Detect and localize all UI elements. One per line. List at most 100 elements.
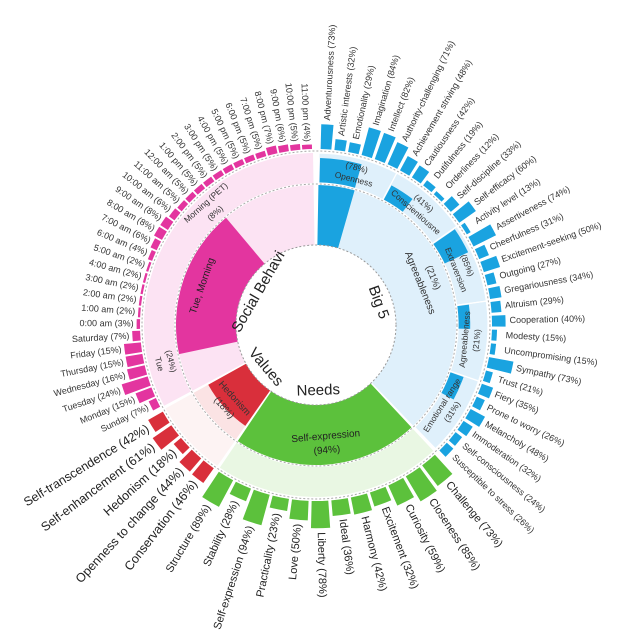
- needs-item-label: Liberty (78%): [315, 532, 328, 598]
- social-hour-bar: [146, 261, 152, 272]
- social-hour-bar: [233, 158, 245, 169]
- big5-facet-bar: [468, 224, 497, 247]
- big5-trait-value: (21%): [470, 329, 482, 353]
- big5-facet-bar: [348, 142, 361, 155]
- big5-facet-bar: [491, 315, 506, 327]
- social-hour-bar: [138, 295, 143, 306]
- big5-facet-bar: [439, 442, 454, 457]
- social-hour-bar: [150, 238, 162, 251]
- needs-item-label: Harmony (42%): [358, 515, 388, 593]
- big5-facet-bar: [474, 244, 489, 260]
- needs-top-value: (94%): [313, 444, 341, 457]
- social-hour-label: 0:00 am (3%): [80, 318, 134, 328]
- social-hour-label: 11:00 pm (4%): [299, 83, 312, 142]
- social-day-bar: [125, 353, 145, 368]
- big5-facet-bar: [465, 408, 486, 427]
- big5-facet-label: Modesty (15%): [505, 330, 566, 343]
- big5-facet-bar: [488, 286, 502, 299]
- big5-facet-bar: [472, 396, 485, 411]
- center-disc: [236, 245, 396, 405]
- social-hour-label: 1:00 am (2%): [81, 303, 136, 317]
- big5-facet-bar: [482, 370, 493, 384]
- social-day-bar: [126, 365, 148, 380]
- big5-facet-bar: [452, 201, 476, 223]
- social-hour-bar: [140, 284, 145, 295]
- big5-facet-bar: [443, 196, 460, 212]
- big5-trait-bar: [456, 304, 471, 329]
- big5-trait-outline: [413, 370, 480, 450]
- social-hour-bar: [277, 144, 289, 153]
- needs-item-bar: [331, 498, 351, 517]
- social-day-bar: [123, 342, 143, 355]
- social-hour-bar: [289, 144, 301, 151]
- big5-trait-bar: [319, 157, 362, 189]
- social-hour-bar: [160, 216, 174, 230]
- social-hour-bar: [154, 226, 167, 240]
- social-day-bar: [132, 330, 141, 342]
- outer-dotted-circle: [141, 150, 491, 500]
- big5-facet-bar: [461, 222, 471, 235]
- needs-item-bar: [422, 454, 453, 487]
- big5-facet-bar: [399, 155, 418, 176]
- values-middle-ring: [165, 393, 235, 466]
- social-hour-bar: [185, 191, 197, 203]
- inner-dotted-circle: [235, 244, 397, 406]
- social-day-bar: [121, 376, 151, 396]
- social-day-bar: [148, 398, 161, 411]
- social-hour-bar: [147, 250, 156, 261]
- social-hour-bar: [168, 208, 181, 221]
- social-hour-bar: [177, 200, 189, 212]
- big5-facet-label: Altruism (29%): [504, 294, 564, 310]
- social-hour-bar: [301, 144, 313, 150]
- big5-trait-bar: [383, 185, 413, 213]
- needs-item-label: Ideal (36%): [336, 518, 355, 575]
- values-inner-accent: [208, 363, 271, 426]
- needs-item-label: Practicality (23%): [254, 512, 283, 598]
- big5-trait-bar: [440, 372, 464, 400]
- big5-facet-bar: [486, 357, 514, 374]
- needs-item-bar: [350, 493, 373, 515]
- needs-item-bar: [369, 486, 392, 507]
- social-hour-bar: [255, 150, 267, 160]
- big5-facet-bar: [491, 329, 498, 341]
- big5-facet-bar: [489, 343, 497, 355]
- big5-trait-bar: [432, 229, 469, 264]
- big5-facet-bar: [374, 132, 396, 163]
- social-inner-accent: [176, 217, 265, 355]
- needs-item-bar: [289, 499, 309, 521]
- big5-facet-bar: [361, 127, 381, 159]
- big5-facet-bar: [490, 300, 502, 313]
- social-hour-bar: [136, 319, 141, 330]
- center-category-label: Needs: [296, 381, 340, 400]
- social-hour-bar: [142, 272, 148, 283]
- big5-facet-bar: [478, 383, 494, 399]
- big5-facet-label: Cooperation (40%): [509, 314, 585, 326]
- big5-facet-bar: [387, 142, 409, 169]
- social-hour-bar: [222, 164, 235, 174]
- social-hour-bar: [137, 307, 141, 318]
- social-hour-bar: [212, 170, 225, 181]
- big5-facet-bar: [320, 124, 334, 150]
- values-item-bar: [148, 411, 170, 433]
- big5-openness-inner-block: [317, 185, 355, 249]
- needs-item-label: Love (50%): [287, 523, 304, 580]
- needs-item-bar: [310, 500, 331, 529]
- needs-item-bar: [229, 481, 252, 502]
- social-middle-ring: [143, 153, 314, 406]
- needs-item-bar: [269, 495, 289, 512]
- big5-facet-bar: [457, 420, 473, 437]
- needs-item-bar: [202, 471, 234, 507]
- big5-facet-bar: [433, 191, 445, 202]
- values-item-bar: [152, 425, 180, 450]
- needs-item-bar: [242, 489, 270, 526]
- big5-facet-bar: [411, 165, 430, 184]
- social-hour-bar: [244, 154, 256, 164]
- big5-facet-bar: [334, 139, 347, 152]
- social-hour-bar: [265, 145, 278, 156]
- big5-facet-bar: [448, 432, 463, 446]
- middle-dotted-circle: [174, 183, 458, 467]
- values-item-bar: [173, 437, 190, 455]
- big5-facet-bar: [423, 180, 436, 193]
